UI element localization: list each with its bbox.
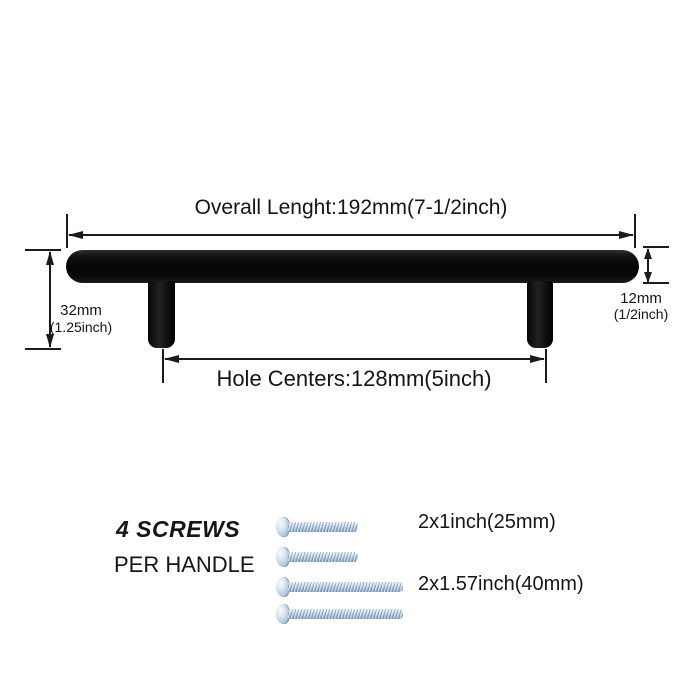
dimension-extension-line [643,282,669,284]
screw-short-size-label: 2x1inch(25mm) [418,511,556,533]
handle-bar [66,250,639,283]
dimension-extension-line [25,249,61,251]
diameter-arrow [644,248,652,283]
screw-shaft [288,522,358,532]
hole-centers-label: Hole Centers:128mm(5inch) [216,366,492,391]
height-label-mm: 32mm [60,302,102,319]
overall-length-label: Overall Lenght:192mm(7-1/2inch) [194,196,508,219]
screw-shaft [288,552,358,562]
screw-shaft [288,582,403,592]
diameter-label-mm: 12mm [620,290,662,307]
screw-head [276,517,290,537]
screws-subtitle: PER HANDLE [114,552,255,577]
dimension-extension-line [634,214,636,248]
dimension-extension-line [162,349,164,383]
height-arrow [46,251,54,348]
dimension-extension-line [25,348,61,350]
handle-right-post [527,281,553,348]
hole-centers-arrow [164,355,545,363]
height-label-inch: (1.25inch) [49,319,113,335]
overall-length-arrow [68,231,634,239]
screw-long-size-label: 2x1.57inch(40mm) [418,573,584,595]
screws-title: 4 SCREWS [116,516,241,542]
diameter-label-inch: (1/2inch) [613,306,669,322]
screw-shaft [288,609,403,619]
dimension-extension-line [66,214,68,248]
screw-head [276,547,290,567]
dimension-extension-line [643,246,669,248]
screw-head [276,577,290,597]
screw-head [276,604,290,624]
dimension-extension-line [545,349,547,383]
handle-left-post [148,281,175,348]
